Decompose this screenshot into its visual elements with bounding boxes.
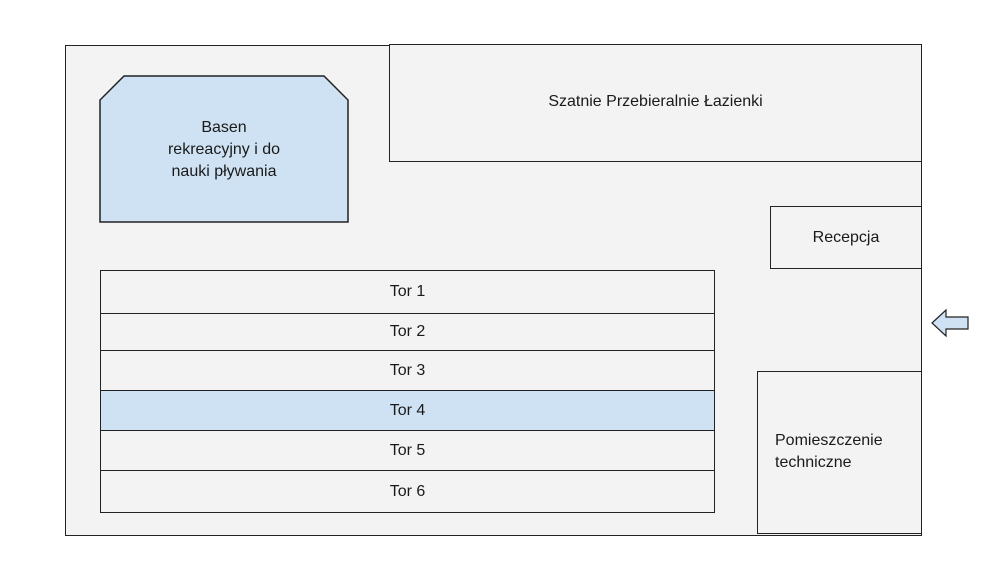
lane-6-label: Tor 6	[389, 482, 426, 500]
lane-1: Tor 1	[100, 270, 715, 314]
lane-4-label: Tor 4	[389, 401, 426, 419]
recreation-pool	[99, 75, 349, 223]
recreation-pool-label: Basen rekreacyjny i do nauki pływania	[100, 117, 348, 183]
lane-5: Tor 5	[100, 430, 715, 471]
technical-room: Pomieszczenie techniczne	[757, 371, 922, 534]
pool-label-line-3: nauki pływania	[171, 163, 277, 180]
reception: Recepcja	[770, 206, 922, 269]
lane-2-label: Tor 2	[389, 323, 426, 340]
technical-label-line-1: Pomieszczenie	[775, 431, 883, 449]
technical-label-line-2: techniczne	[775, 453, 852, 471]
changing-rooms: Szatnie Przebieralnie Łazienki	[389, 44, 922, 162]
recreation-pool-shape	[99, 75, 349, 223]
lane-1-label: Tor 1	[389, 283, 426, 300]
lane-5-label: Tor 5	[389, 441, 426, 459]
reception-label: Recepcja	[812, 228, 880, 246]
lane-6: Tor 6	[100, 470, 715, 513]
pool-label-line-1: Basen	[201, 119, 247, 136]
lane-4: Tor 4	[100, 390, 715, 431]
lane-2: Tor 2	[100, 313, 715, 351]
changing-rooms-label: Szatnie Przebieralnie Łazienki	[548, 93, 763, 110]
left-arrow-icon	[931, 308, 969, 338]
lane-3-label: Tor 3	[389, 361, 426, 379]
pool-label-line-2: rekreacyjny i do	[167, 141, 281, 158]
lane-3: Tor 3	[100, 350, 715, 391]
